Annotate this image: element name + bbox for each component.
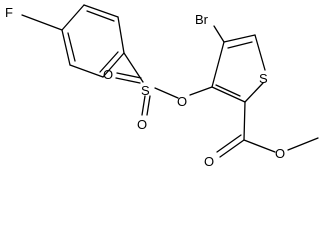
molecule-diagram: F Br S S O O O O O [5, 4, 319, 169]
bond-ring-c4-c5 [102, 52, 125, 78]
atom-label-o-sulfonyl-top: O [103, 67, 113, 82]
bond-th-c5-s [254, 34, 266, 71]
atom-label-br: Br [195, 12, 209, 27]
atom-label-o-sulfonyl-bottom: O [137, 117, 147, 132]
bond-th-s-c2 [244, 82, 264, 103]
atom-label-o-carbonyl: O [204, 154, 214, 169]
bond-th-c4-c5 [223, 34, 256, 43]
bond-c-br [213, 25, 225, 43]
bond-ring-c6-c1 [61, 29, 71, 66]
bond-c-o-methoxy [243, 139, 276, 153]
bond-th-c4-c5-inner [227, 41, 253, 49]
bond-s-o-top-b [115, 77, 141, 84]
bond-c2-carbonyl-c [243, 101, 246, 141]
bond-ring-c3-c4 [117, 16, 125, 54]
atom-label-s-ring: S [259, 71, 268, 86]
bond-s-o-link [154, 87, 179, 99]
bond-th-c2-c3-inner [215, 84, 241, 97]
bond-s-o-bottom-a [141, 95, 146, 116]
thiophene-ring [211, 34, 266, 103]
fluorophenyl-ring [61, 4, 125, 78]
bond-c-f [21, 14, 63, 31]
bond-ring-c2-c3-inner [86, 10, 115, 22]
bond-c-o-double-b [216, 134, 242, 153]
atom-label-s-sulfonyl: S [141, 83, 150, 98]
bond-c-o-double-a [219, 139, 245, 158]
bond-s-o-top-a [116, 72, 142, 79]
bond-th-c2-c3 [211, 86, 246, 103]
atom-label-o-ester-link: O [177, 94, 187, 109]
bond-ring-c4-c5-inner [99, 51, 119, 73]
bond-ring-c1-c2 [61, 4, 85, 31]
bond-o-ch3 [287, 137, 319, 151]
structure-svg: F Br S S O O O O O [5, 4, 319, 169]
bond-ring-c5-c6 [69, 64, 104, 78]
bond-ring-c2-c3 [83, 4, 119, 18]
bond-o-link-c3 [189, 86, 213, 96]
bond-th-c3-c4 [211, 41, 225, 88]
atom-label-f: F [5, 5, 13, 20]
bond-ring-c6-c1-inner [67, 32, 76, 62]
bond-s-o-bottom-b [146, 95, 151, 116]
atom-label-o-methoxy: O [275, 146, 285, 161]
